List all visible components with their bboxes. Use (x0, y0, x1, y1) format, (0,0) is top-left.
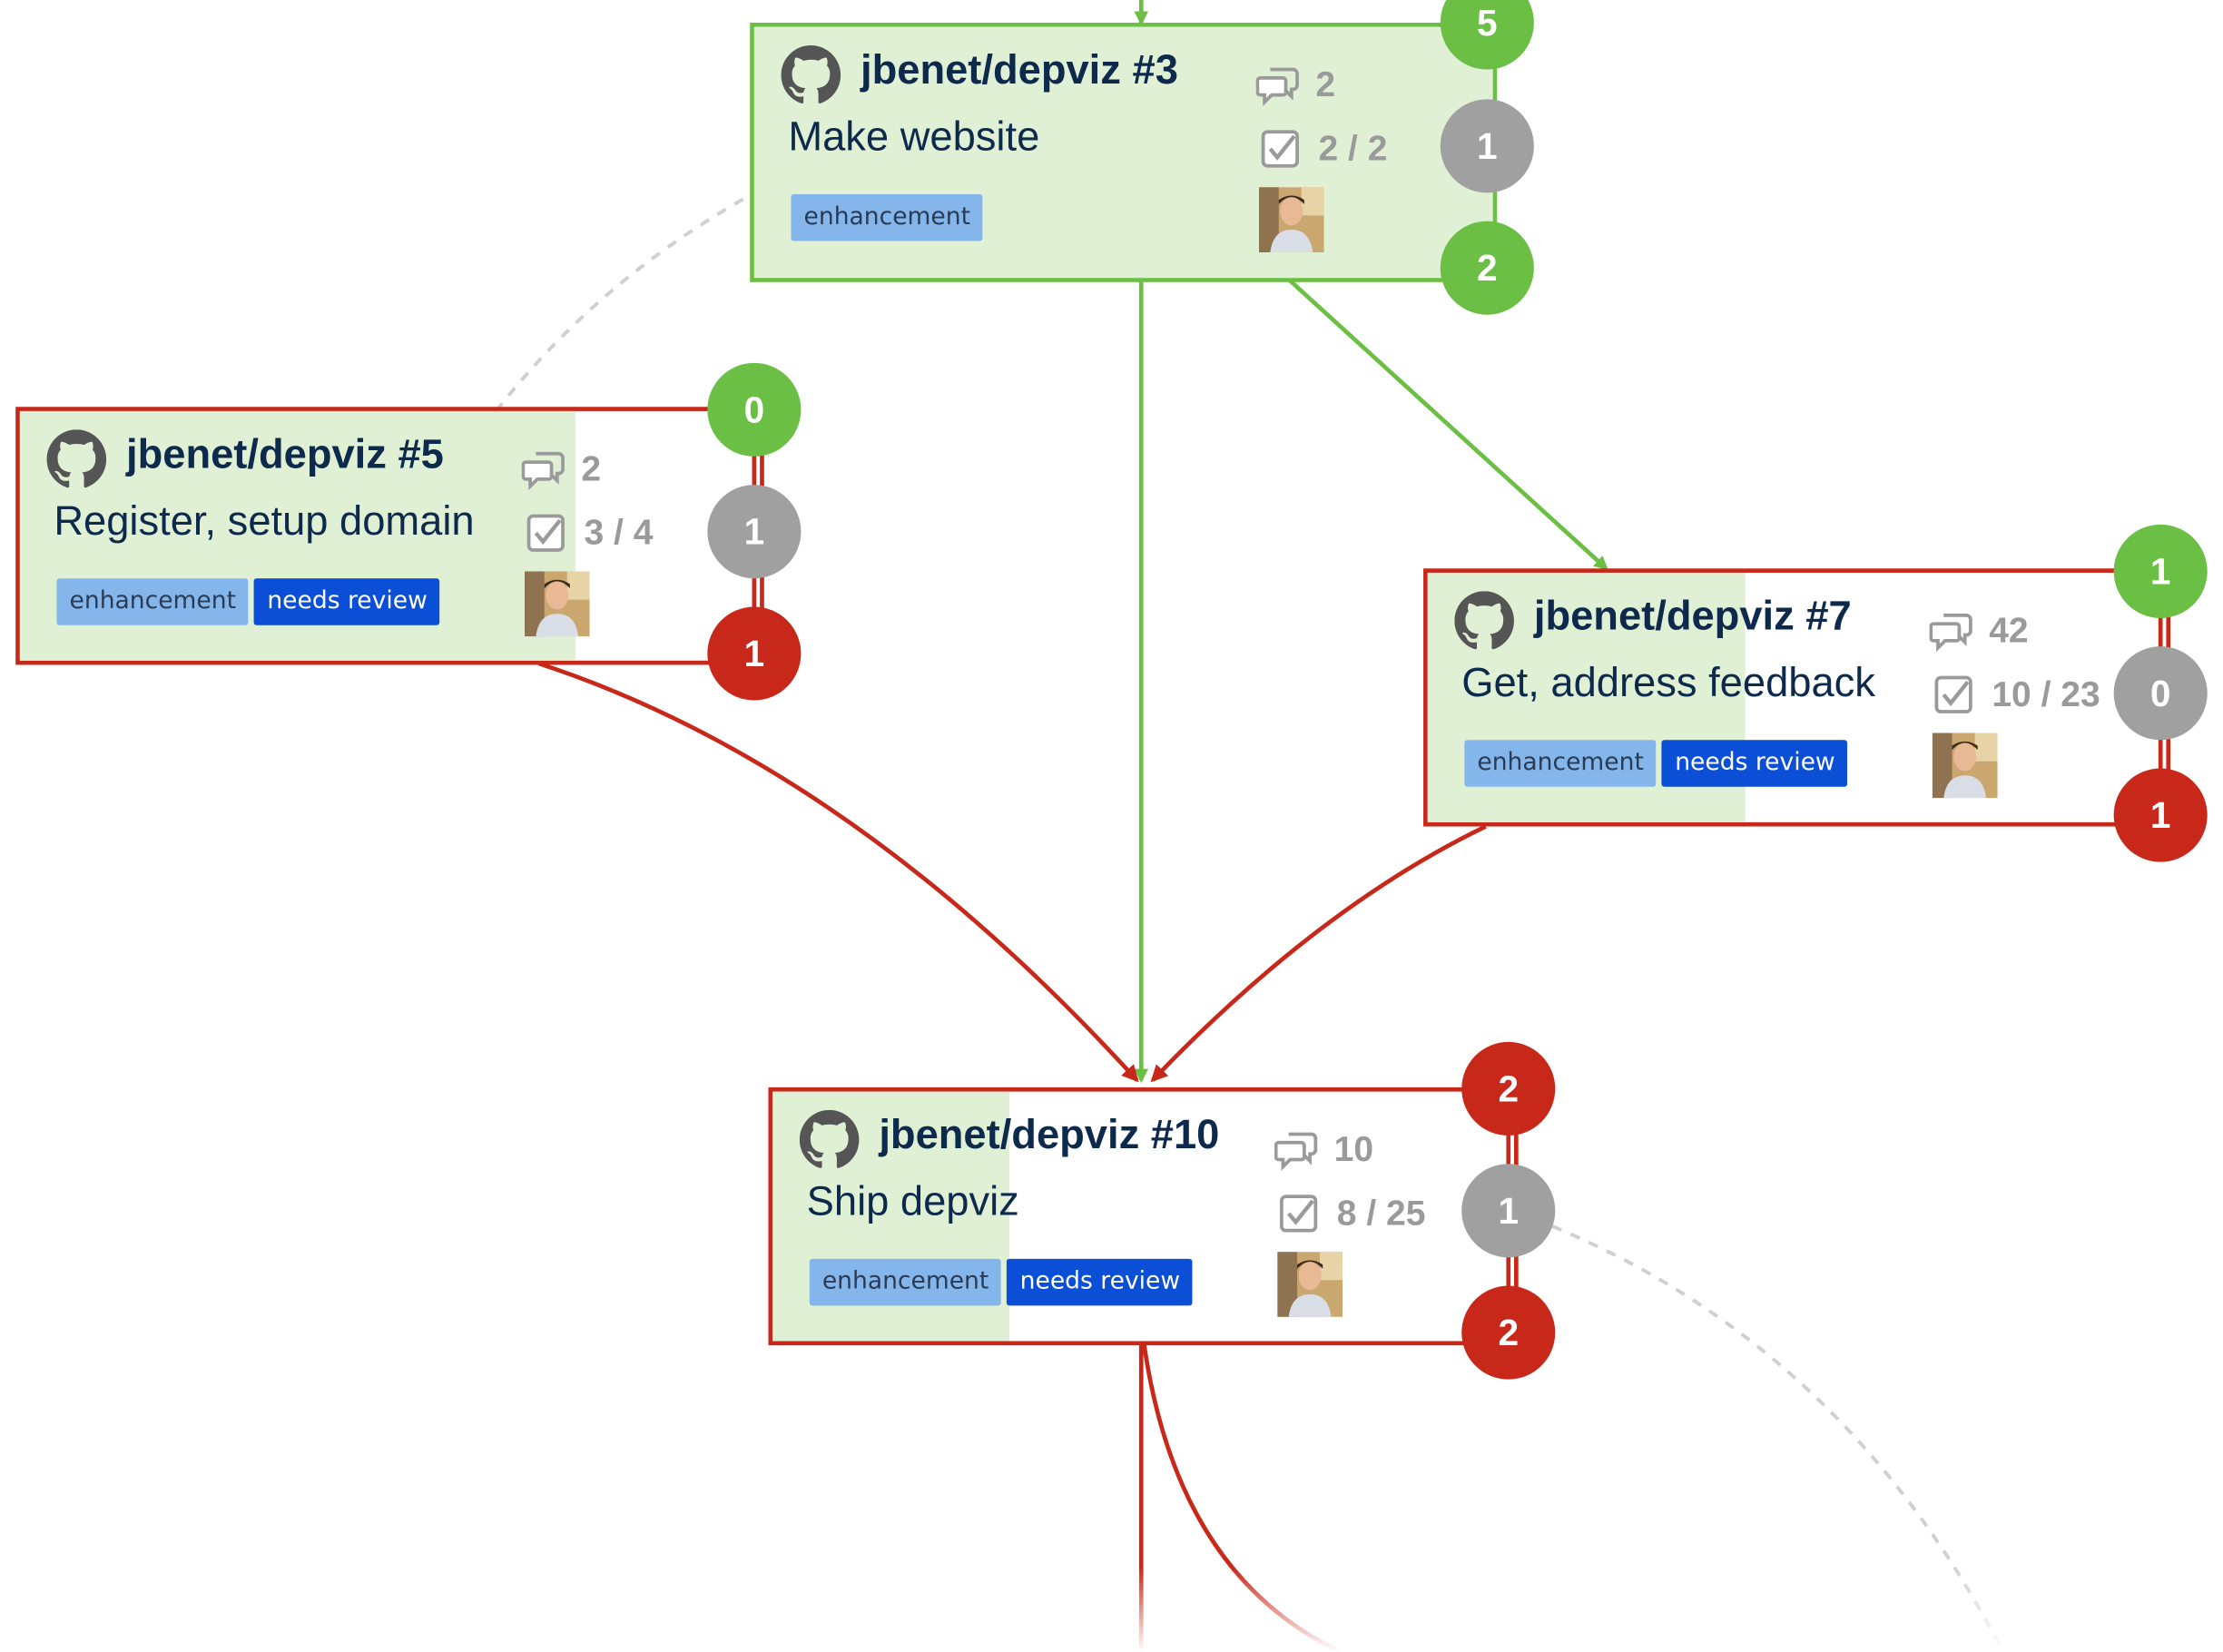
badge-assignees: 1 (1440, 99, 1534, 193)
bottom-fade (0, 1566, 2223, 1652)
label-list: enhancement needs review (56, 578, 440, 625)
task-progress: 10 / 23 (1933, 674, 2100, 716)
label-needs-review[interactable]: needs review (1007, 1258, 1194, 1306)
label-enhancement[interactable]: enhancement (809, 1258, 1002, 1306)
label-needs-review[interactable]: needs review (1662, 740, 1848, 787)
issue-title: Get, address feedback (1461, 660, 1875, 706)
task-progress-value: 10 / 23 (1992, 674, 2100, 714)
issue-card-3[interactable]: jbenet/depviz #3 Make website enhancemen… (750, 22, 1498, 282)
edge-issue-7-to-issue-10 (1150, 824, 1487, 1083)
edge-issue-3-to-issue-7 (1288, 279, 1608, 571)
issue-card-5[interactable]: jbenet/depviz #5 Register, setup domain … (15, 407, 764, 665)
issue-title: Register, setup domain (54, 498, 475, 545)
checkbox-checked-icon (526, 514, 565, 552)
checkbox-checked-icon (1279, 1195, 1318, 1233)
comment-count: 10 (1274, 1128, 1373, 1171)
badge-dependents: 2 (1440, 221, 1534, 315)
issue-repo-link[interactable]: jbenet/depviz #7 (1533, 594, 1852, 640)
comment-bubbles-icon (521, 451, 565, 491)
task-progress-value: 3 / 4 (584, 512, 654, 553)
label-enhancement[interactable]: enhancement (791, 193, 984, 241)
issue-repo-link[interactable]: jbenet/depviz #10 (879, 1113, 1220, 1158)
checkbox-checked-icon (1261, 130, 1299, 168)
github-octocat-icon (1454, 591, 1515, 650)
badge-dependents: 2 (1461, 1285, 1556, 1380)
badge-open-blockers: 2 (1461, 1041, 1556, 1136)
checkbox-checked-icon (1934, 675, 1972, 713)
badge-dependents: 1 (707, 606, 802, 701)
github-octocat-icon (781, 44, 841, 103)
label-enhancement[interactable]: enhancement (1464, 740, 1657, 787)
task-progress-value: 8 / 25 (1336, 1193, 1426, 1233)
issue-card-7[interactable]: jbenet/depviz #7 Get, address feedback e… (1423, 568, 2171, 827)
issue-title: Ship depviz (806, 1179, 1019, 1225)
label-list: enhancement (791, 193, 984, 241)
comment-bubbles-icon (1255, 67, 1299, 106)
issue-card-10[interactable]: jbenet/depviz #10 Ship depviz enhancemen… (768, 1087, 1519, 1346)
github-octocat-icon (799, 1109, 860, 1168)
comment-count-value: 2 (1315, 64, 1336, 104)
edge-issue-5-to-issue-10 (537, 661, 1139, 1083)
comment-bubbles-icon (1929, 613, 1972, 653)
badge-open-blockers: 1 (2113, 524, 2208, 618)
comment-count: 2 (1255, 64, 1336, 106)
avatar[interactable] (1932, 733, 1998, 799)
avatar[interactable] (524, 571, 590, 637)
badge-assignees: 0 (2113, 646, 2208, 741)
comment-count-value: 10 (1333, 1128, 1374, 1169)
label-enhancement[interactable]: enhancement (56, 578, 250, 625)
issue-repo-link[interactable]: jbenet/depviz #5 (126, 432, 444, 478)
badge-open-blockers: 0 (707, 362, 802, 457)
offscreen-link (495, 196, 745, 413)
comment-count-value: 2 (581, 448, 602, 489)
issue-repo-link[interactable]: jbenet/depviz #3 (861, 48, 1178, 94)
comment-count: 42 (1929, 610, 2029, 653)
badge-assignees: 1 (1461, 1164, 1556, 1258)
label-list: enhancement needs review (809, 1258, 1194, 1306)
issue-title: Make website (788, 114, 1040, 161)
task-progress: 8 / 25 (1277, 1192, 1425, 1234)
badge-dependents: 1 (2113, 768, 2208, 862)
comment-count-value: 42 (1989, 610, 2029, 651)
label-list: enhancement needs review (1464, 740, 1848, 787)
avatar[interactable] (1258, 187, 1324, 253)
task-progress: 2 / 2 (1259, 128, 1388, 171)
github-octocat-icon (46, 429, 107, 488)
badge-assignees: 1 (707, 485, 802, 579)
task-progress-value: 2 / 2 (1318, 128, 1388, 169)
offscreen-link (1551, 1224, 2001, 1646)
comment-count: 2 (521, 448, 602, 491)
label-needs-review[interactable]: needs review (254, 578, 440, 625)
comment-bubbles-icon (1274, 1132, 1318, 1171)
avatar[interactable] (1277, 1252, 1343, 1317)
task-progress: 3 / 4 (525, 512, 654, 555)
